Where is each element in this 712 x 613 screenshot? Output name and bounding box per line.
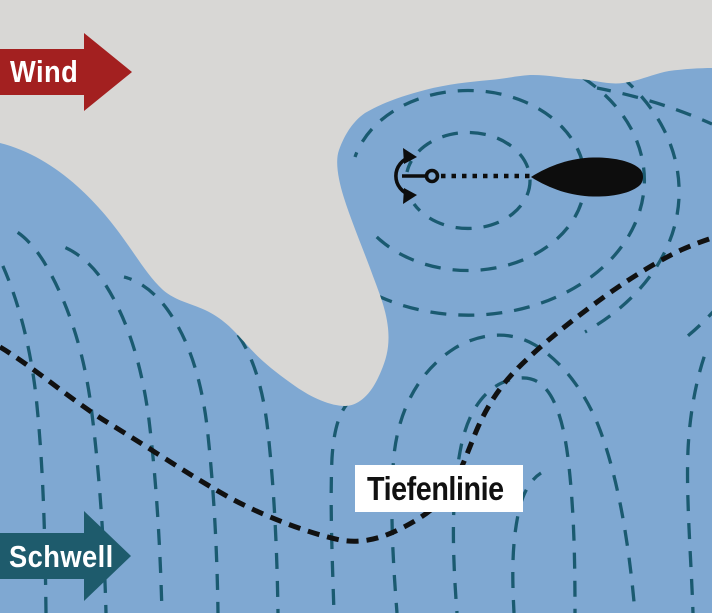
wind-label: Wind xyxy=(10,54,79,89)
depth-line-label-text: Tiefenlinie xyxy=(367,470,504,507)
wave-line xyxy=(13,228,108,613)
swell-arrow-icon xyxy=(0,511,131,601)
wave-line xyxy=(329,396,355,613)
swell-label: Schwell xyxy=(9,539,114,574)
wave-line xyxy=(123,275,220,613)
wave-line xyxy=(685,345,710,613)
anchor-icon xyxy=(394,148,440,204)
wave-line xyxy=(405,130,532,231)
wave-line xyxy=(353,88,587,273)
wave-line xyxy=(511,471,542,613)
depth-line-label-box: Tiefenlinie xyxy=(355,465,523,512)
wave-line xyxy=(263,68,681,334)
wave-line xyxy=(63,245,164,613)
wave-line xyxy=(596,86,712,126)
wave-line xyxy=(301,68,646,317)
wind-arrow-icon xyxy=(0,33,132,111)
wave-line xyxy=(390,333,637,613)
boat-hull xyxy=(531,157,643,197)
